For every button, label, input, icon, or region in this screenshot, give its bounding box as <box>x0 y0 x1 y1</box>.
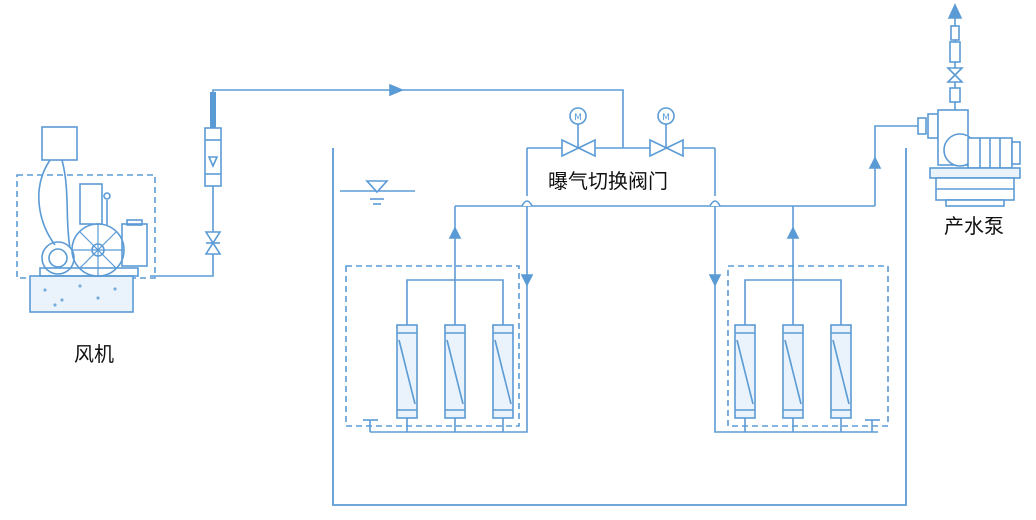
blower-filter-box <box>121 223 148 267</box>
valve-motor-m-left: M <box>574 113 582 123</box>
permeate-to-pump <box>874 125 920 206</box>
blower-gauge <box>103 192 111 200</box>
switching-valve-right: M <box>649 107 684 158</box>
blower-skid <box>39 267 139 277</box>
pump-inlet-flange-1 <box>917 117 927 135</box>
blower-motor-wheel <box>41 241 75 275</box>
membrane-module-right-1 <box>734 324 756 432</box>
permeate-pump-arrow <box>868 156 882 169</box>
air-pipe <box>150 89 624 277</box>
blower-unit <box>16 126 156 313</box>
pump-discharge-fitting-2 <box>950 25 960 41</box>
membrane-module-left-2 <box>444 324 466 432</box>
aeration-left-arrow <box>520 274 534 287</box>
pump-inlet-flange-2 <box>927 113 939 139</box>
pump-discharge-arrow <box>947 3 963 19</box>
aeration-downcomers <box>363 206 880 433</box>
blower-cable <box>38 159 56 246</box>
blower-filter-cap <box>126 219 143 226</box>
aeration-valve-header: M M <box>526 107 716 196</box>
membrane-right-collector <box>744 279 842 325</box>
tank-walls <box>332 148 907 506</box>
permeate-header <box>448 125 920 325</box>
blower-control-box <box>41 126 78 161</box>
membrane-tank <box>332 148 907 506</box>
product-pump-label: 产水泵 <box>944 214 1004 238</box>
membrane-module-right-3 <box>830 324 852 432</box>
blower-silencer <box>79 183 103 225</box>
membrane-rack-left <box>345 265 520 432</box>
valve-motor-m-right: M <box>662 113 670 123</box>
product-pump <box>917 3 1021 207</box>
membrane-module-left-3 <box>492 324 514 432</box>
pump-discharge-fitting-1 <box>949 87 961 103</box>
pump-foundation <box>945 199 1005 207</box>
pump-motor-endcap <box>1011 141 1021 165</box>
air-supply-line <box>150 83 624 277</box>
blower-base-texture <box>43 284 117 307</box>
flowmeter-top <box>210 92 216 128</box>
membrane-module-right-2 <box>782 324 804 432</box>
blower-cable-2 <box>61 159 71 249</box>
membrane-rack-right-frame <box>727 265 889 427</box>
permeate-right-arrow <box>786 226 800 239</box>
flowmeter-float <box>207 156 219 168</box>
blower-base <box>29 275 134 313</box>
aeration-valve-label: 曝气切换阀门 <box>548 169 668 193</box>
blower-motor-hub <box>48 248 68 268</box>
membrane-rack-right <box>727 265 889 432</box>
pump-discharge-valve <box>946 67 964 83</box>
membrane-rack-left-frame <box>345 265 520 427</box>
air-flow-arrow <box>389 83 405 97</box>
pump-discharge-meter <box>949 41 961 63</box>
pipe-crossover-left <box>521 200 533 207</box>
pump-base-plate <box>929 167 1021 179</box>
water-level-symbol <box>365 180 389 194</box>
blower-label: 风机 <box>74 342 114 366</box>
pipe-crossover-right <box>709 200 721 207</box>
aeration-right-arrow <box>708 274 722 287</box>
switching-valve-left: M <box>561 107 596 158</box>
membrane-module-left-1 <box>396 324 418 432</box>
membrane-left-collector <box>406 279 504 325</box>
permeate-left-arrow <box>448 226 462 239</box>
